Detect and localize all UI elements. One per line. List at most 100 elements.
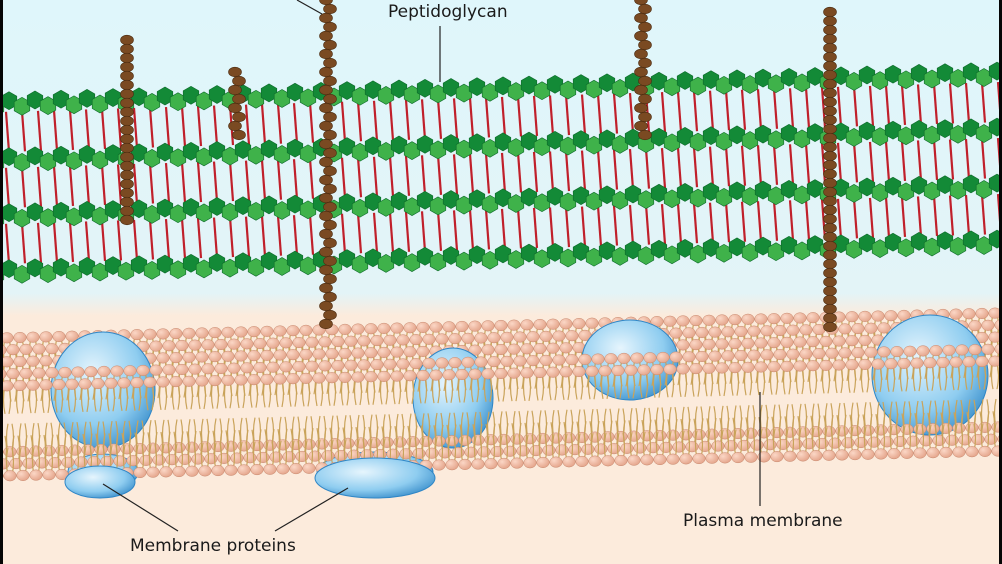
sugar-hexagon [338,249,356,268]
crosslink [980,194,987,235]
lipid-head [926,447,940,459]
lipid-head [763,439,777,451]
lipid-head [773,348,787,361]
crosslink [356,101,363,142]
lipid-head [786,324,800,336]
sugar-hexagon [260,83,278,103]
sugar-hexagon [52,145,70,165]
crosslink [612,149,619,190]
crosslink [564,206,571,248]
lipid-head [848,425,862,437]
bead [823,114,837,126]
lipid-head [162,364,176,376]
crosslink [724,202,731,243]
bead [319,12,333,24]
crosslink [724,146,731,187]
lipid-head [877,346,891,358]
crosslink [388,100,395,141]
crosslink [196,217,203,259]
lipid-head [672,441,686,453]
crosslink [980,138,987,179]
crosslink [852,142,859,183]
crosslink [884,85,891,126]
bead [823,294,837,306]
bead [120,196,134,208]
lipid-head [793,336,807,348]
bead [823,78,837,90]
teichoic-acid-chain [120,34,134,226]
lipid-head [913,447,927,459]
crosslink [308,214,315,255]
lipid-head [500,331,514,343]
lipid-head [793,360,807,372]
lipid-head [26,379,40,391]
bead [319,300,333,312]
crosslink [740,145,747,186]
lipid-head [260,349,274,361]
lipid-head [292,360,306,373]
lipid-head [497,433,511,445]
bead [638,93,652,105]
protein-leader-right [274,487,349,532]
lipid-head [617,352,631,364]
lipid-head [490,446,504,458]
crosslink [340,213,347,254]
bead [823,159,837,171]
sugar-hexagon [182,85,200,105]
bead [823,312,837,324]
crosslink [100,108,107,150]
lipid-head [390,346,404,358]
lipid-head [325,348,339,360]
lipid-head [458,458,472,470]
lipid-head [477,446,491,458]
lipid-head [104,377,118,389]
lipid-head [578,329,592,341]
crosslink [932,83,939,125]
lipid-head [286,349,300,361]
lipid-head [715,362,729,374]
lipid-head [42,445,56,457]
sugar-hexagon [520,131,538,151]
bead [319,138,333,150]
bead [638,111,652,123]
lipid-head [273,349,287,361]
sugar-hexagon [390,79,408,99]
lipid-head [279,337,293,349]
lipid-head [55,444,69,457]
lipid-head [338,323,352,335]
crosslink [436,210,443,251]
bead [120,142,134,154]
lipid-head [383,334,397,346]
sugar-hexagon [442,190,460,209]
bead [120,205,134,217]
lipid-head [396,334,410,346]
lipid-head [741,361,755,373]
lipid-head [718,452,732,464]
bead [323,237,337,249]
lipid-head [897,357,911,369]
lipid-head [825,347,839,359]
sugar-hexagon [234,196,252,216]
bead [823,123,837,135]
lipid-head [968,344,982,356]
sugar-hexagon [598,241,616,261]
bead [823,276,837,288]
right-frame-edge [999,0,1002,564]
crosslink [452,210,459,251]
sugar-hexagon [390,191,408,211]
outer-leaflet-row-5 [0,355,1002,414]
lipid-head [809,450,823,462]
lipid-head [461,356,475,368]
crosslink [52,166,59,207]
crosslink [644,204,651,245]
bead [323,291,337,303]
lipid-head [806,336,820,348]
crosslink [564,94,571,136]
sugar-hexagon [520,187,538,207]
crosslink [20,223,27,264]
lipid-head [364,347,378,359]
lipid-head [435,357,449,369]
lipid-head [334,449,348,462]
lipid-head [143,376,157,388]
lipid-head [152,454,166,466]
